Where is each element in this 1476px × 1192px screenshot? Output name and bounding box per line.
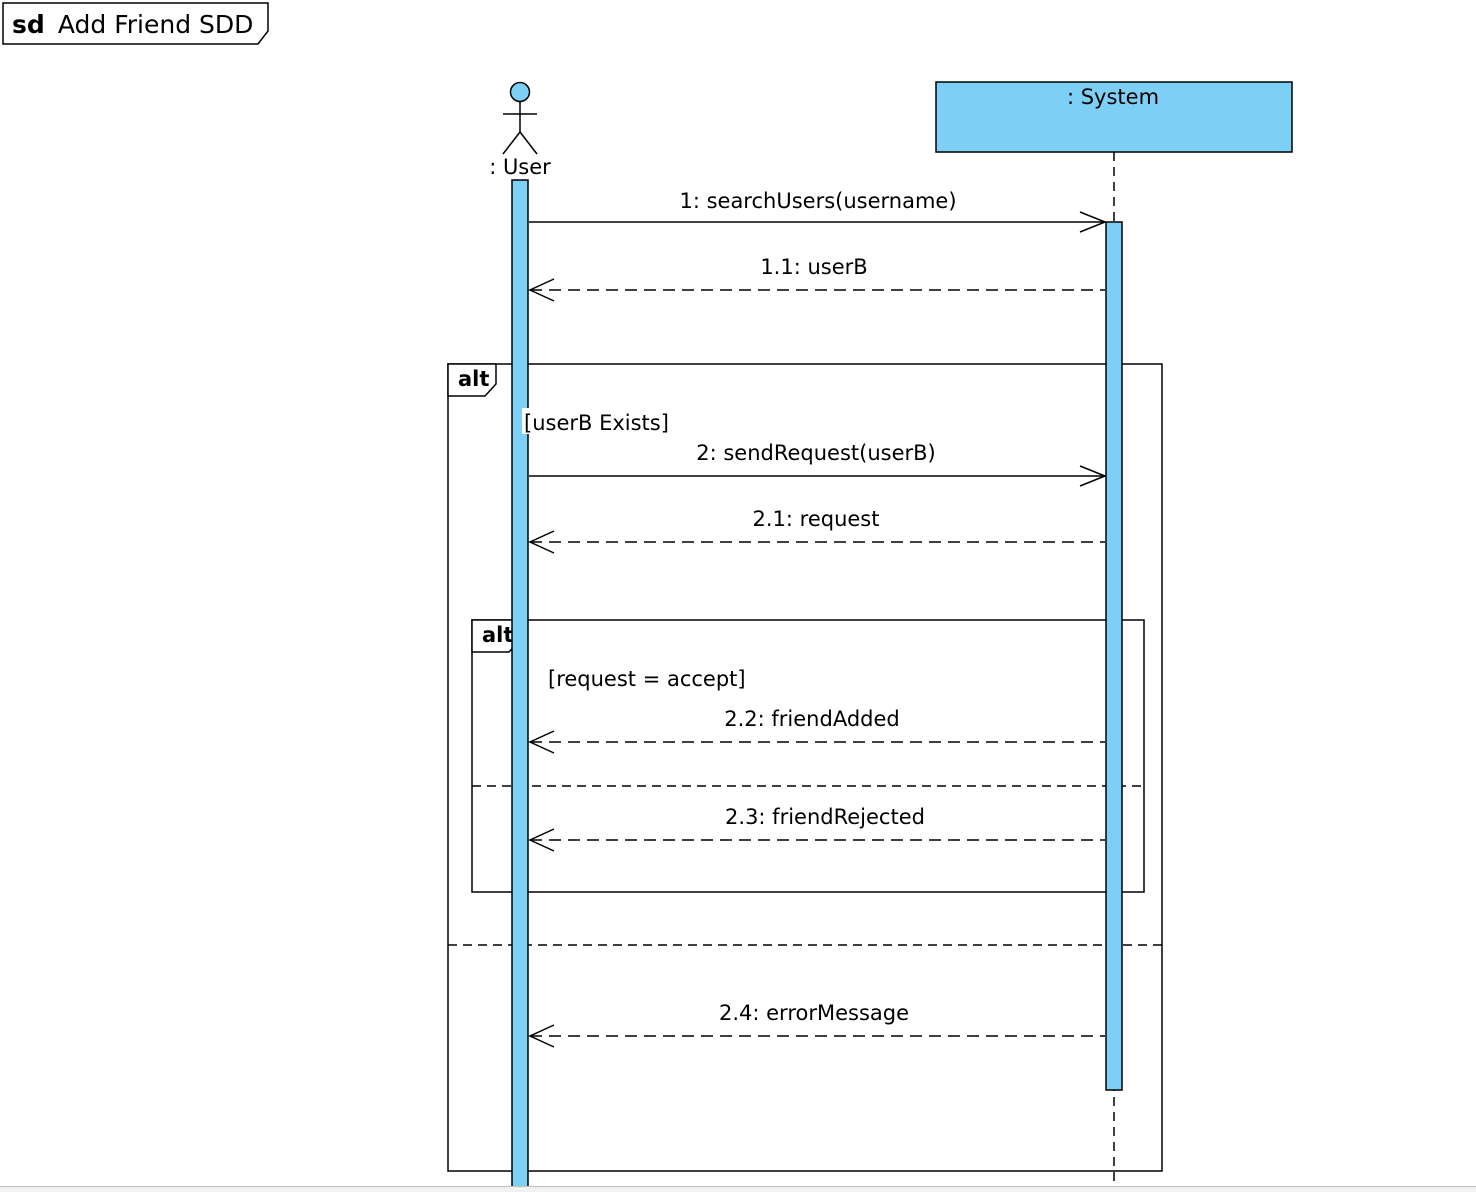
message-2-send-request: 2: sendRequest(userB) xyxy=(529,441,1108,487)
user-activation-bar xyxy=(511,179,529,1191)
message-label: 2: sendRequest(userB) xyxy=(696,441,936,465)
message-label: 2.2: friendAdded xyxy=(724,707,899,731)
system-object-box xyxy=(935,81,1293,153)
user-participant-label: : User xyxy=(489,155,551,179)
system-participant-label: : System xyxy=(1067,85,1159,109)
open-arrowhead-icon xyxy=(528,828,555,852)
alt-fragment-inner: alt xyxy=(471,619,1145,893)
guard-background xyxy=(522,408,666,434)
open-arrowhead-icon xyxy=(528,530,555,554)
message-label: 2.4: errorMessage xyxy=(719,1001,909,1025)
message-1-search-users: 1: searchUsers(username) xyxy=(529,189,1108,233)
svg-text:sd Add Friend SDD: sd Add Friend SDD xyxy=(12,10,253,39)
diagram-frame-tab: sd Add Friend SDD xyxy=(2,2,269,45)
message-label: 1.1: userB xyxy=(760,255,867,279)
open-arrowhead-icon xyxy=(1079,211,1108,233)
system-activation-bar xyxy=(1105,221,1123,1091)
message-2-3-friend-rejected: 2.3: friendRejected xyxy=(528,805,1105,852)
guard-userb-exists: [userB Exists] xyxy=(524,411,669,435)
participant-system: : System xyxy=(935,81,1293,1182)
open-arrowhead-icon xyxy=(1079,465,1108,487)
open-arrowhead-icon xyxy=(528,730,555,754)
canvas-bottom-edge xyxy=(0,1186,1476,1192)
alt-fragment-outer: alt xyxy=(447,363,1163,1172)
diagram-keyword: sd xyxy=(12,10,45,39)
message-2-4-error-message: 2.4: errorMessage xyxy=(528,1001,1105,1048)
message-label: 1: searchUsers(username) xyxy=(679,189,956,213)
guard-request-accept: [request = accept] xyxy=(548,667,746,691)
actor-stick-figure-icon xyxy=(502,81,538,155)
open-arrowhead-icon xyxy=(528,1024,555,1048)
alt-fragment-outer-tab xyxy=(447,363,497,397)
open-arrowhead-icon xyxy=(528,278,555,302)
message-label: 2.3: friendRejected xyxy=(725,805,925,829)
alt-fragment-inner-operator: alt xyxy=(482,623,513,647)
diagram-title: Add Friend SDD xyxy=(58,10,254,39)
message-2-2-friend-added: 2.2: friendAdded xyxy=(528,707,1105,754)
alt-fragment-outer-operator: alt xyxy=(458,367,489,391)
message-1-1-userb: 1.1: userB xyxy=(528,255,1105,302)
message-2-1-request: 2.1: request xyxy=(528,507,1105,554)
message-label: 2.1: request xyxy=(753,507,880,531)
